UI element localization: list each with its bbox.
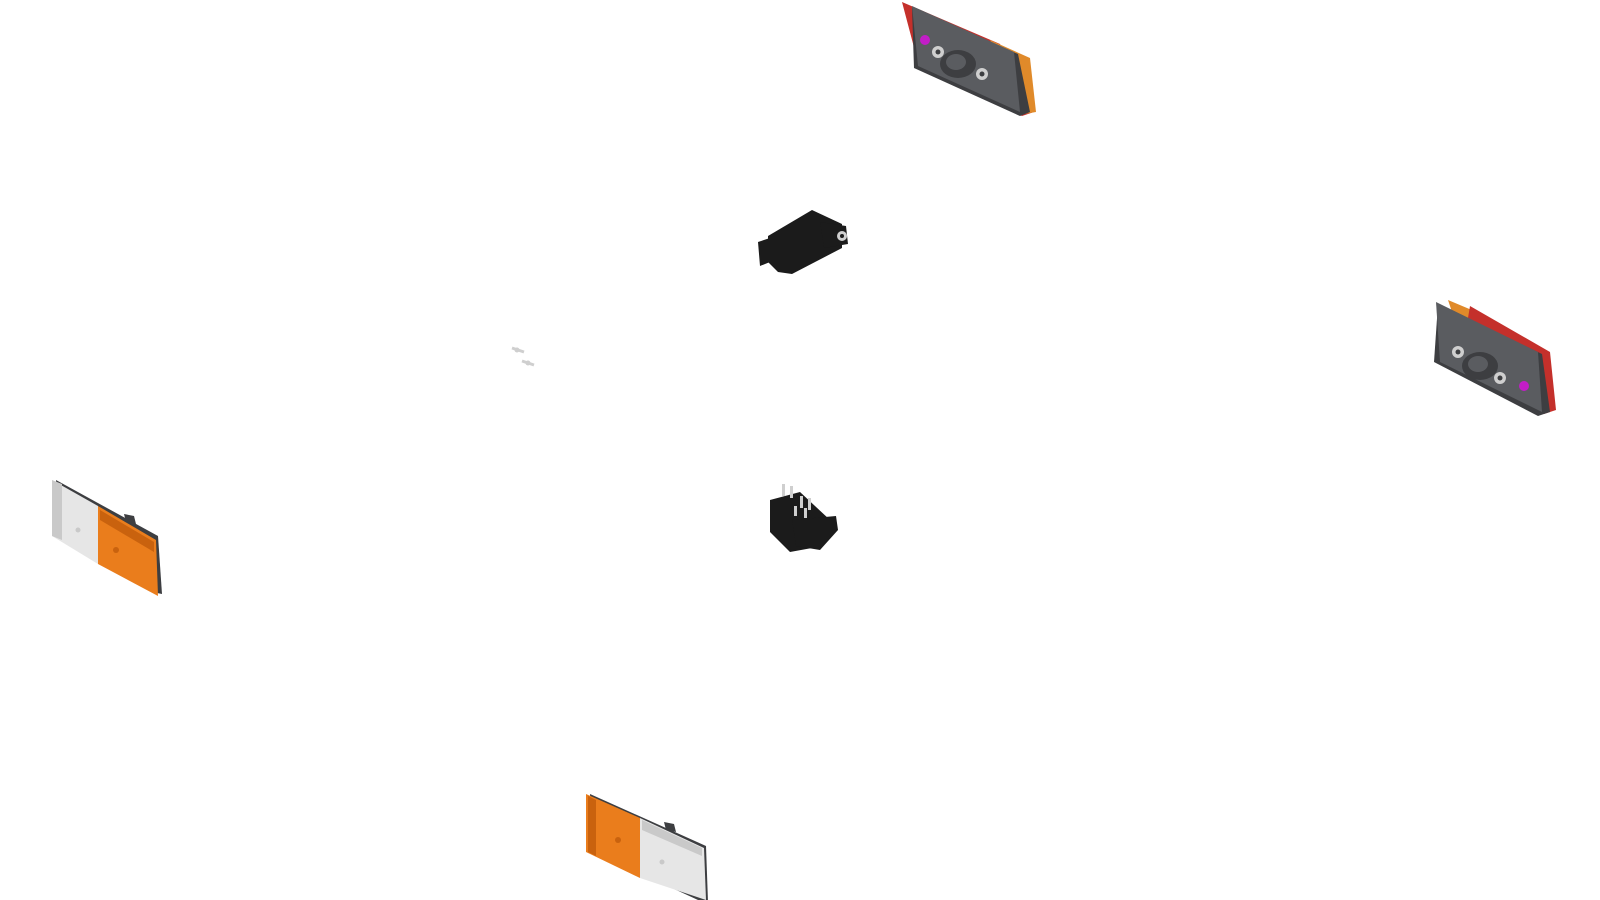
connector-housing [758,210,848,274]
magenta-dot-icon [1519,381,1529,391]
magenta-dot-icon [920,35,930,45]
rear-lamp-right [1434,300,1556,416]
rear-lamp-top [902,2,1036,116]
rocker-switch [770,484,838,552]
blade-terminals [511,346,535,367]
side-marker-left [52,480,162,596]
side-marker-bottom [586,794,708,900]
